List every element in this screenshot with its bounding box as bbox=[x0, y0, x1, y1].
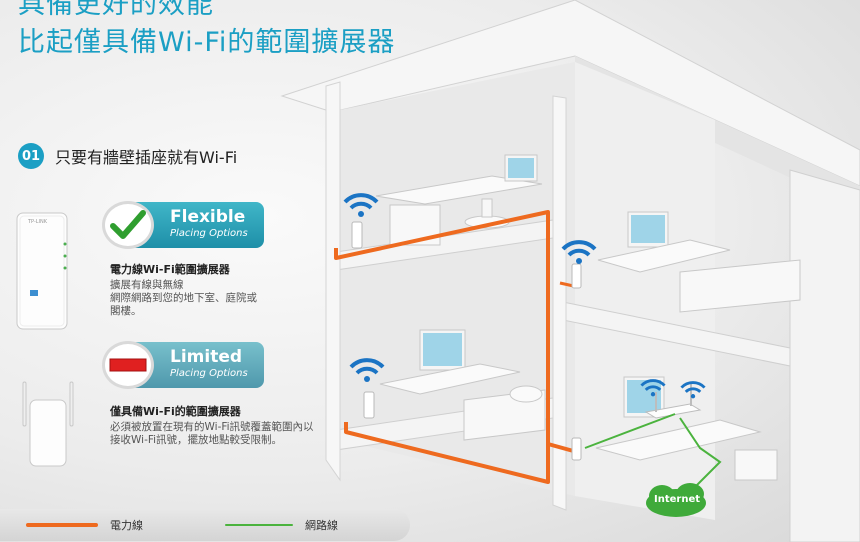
device-brand-label: TP-LINK bbox=[28, 219, 48, 225]
powerline-extender-image bbox=[16, 212, 68, 334]
wifi-signal-icon bbox=[561, 240, 597, 264]
internet-label: Internet bbox=[653, 494, 700, 505]
wifi-signal-icon bbox=[680, 381, 706, 399]
wifi-signal-icon bbox=[343, 193, 379, 217]
limited-option-card: Limited Placing Options bbox=[102, 341, 264, 389]
wifi-signal-icon bbox=[640, 379, 666, 397]
ethernet-legend-swatch bbox=[225, 524, 293, 526]
powerline-legend-label: 電力線 bbox=[110, 519, 143, 532]
red-bar-icon bbox=[102, 341, 154, 389]
flexible-line-2: 網際網路到您的地下室、庭院或 bbox=[110, 292, 257, 304]
flexible-option-card: Flexible Placing Options bbox=[102, 201, 264, 249]
legend: 電力線 網路線 bbox=[0, 509, 410, 541]
limited-heading: 僅具備Wi-Fi的範圍擴展器 bbox=[110, 405, 241, 418]
flexible-line-1: 擴展有線與無線 bbox=[110, 279, 184, 291]
flexible-title: Flexible bbox=[170, 207, 246, 227]
limited-line-1: 必須被放置在現有的Wi-Fi訊號覆蓋範圍內以 bbox=[110, 421, 314, 433]
wifi-extender-image bbox=[20, 380, 76, 472]
house-illustration bbox=[280, 0, 860, 542]
step-text: 只要有牆壁插座就有Wi-Fi bbox=[55, 148, 238, 167]
checkmark-icon bbox=[102, 201, 154, 249]
wifi-signal-icon bbox=[349, 358, 385, 382]
step-number-badge: 01 bbox=[18, 143, 44, 169]
limited-line-2: 接收Wi-Fi訊號，擺放地點較受限制。 bbox=[110, 434, 283, 446]
headline-line2: 比起僅具備Wi-Fi的範圍擴展器 bbox=[18, 27, 396, 58]
limited-description: 僅具備Wi-Fi的範圍擴展器 必須被放置在現有的Wi-Fi訊號覆蓋範圍內以 接收… bbox=[110, 405, 350, 447]
flexible-line-3: 閣樓。 bbox=[110, 305, 142, 317]
flexible-description: 電力線Wi-Fi範圍擴展器 擴展有線與無線 網際網路到您的地下室、庭院或 閣樓。 bbox=[110, 263, 340, 318]
limited-subtitle: Placing Options bbox=[170, 368, 248, 379]
step-row: 01 只要有牆壁插座就有Wi-Fi bbox=[18, 143, 237, 169]
powerline-legend-swatch bbox=[26, 523, 98, 527]
flexible-heading: 電力線Wi-Fi範圍擴展器 bbox=[110, 263, 230, 276]
flexible-subtitle: Placing Options bbox=[170, 228, 248, 239]
headline-line1: 具備更好的效能 bbox=[18, 0, 214, 20]
limited-title: Limited bbox=[170, 347, 243, 367]
headline: 具備更好的效能 比起僅具備Wi-Fi的範圍擴展器 bbox=[18, 0, 438, 62]
ethernet-legend-label: 網路線 bbox=[305, 519, 338, 532]
